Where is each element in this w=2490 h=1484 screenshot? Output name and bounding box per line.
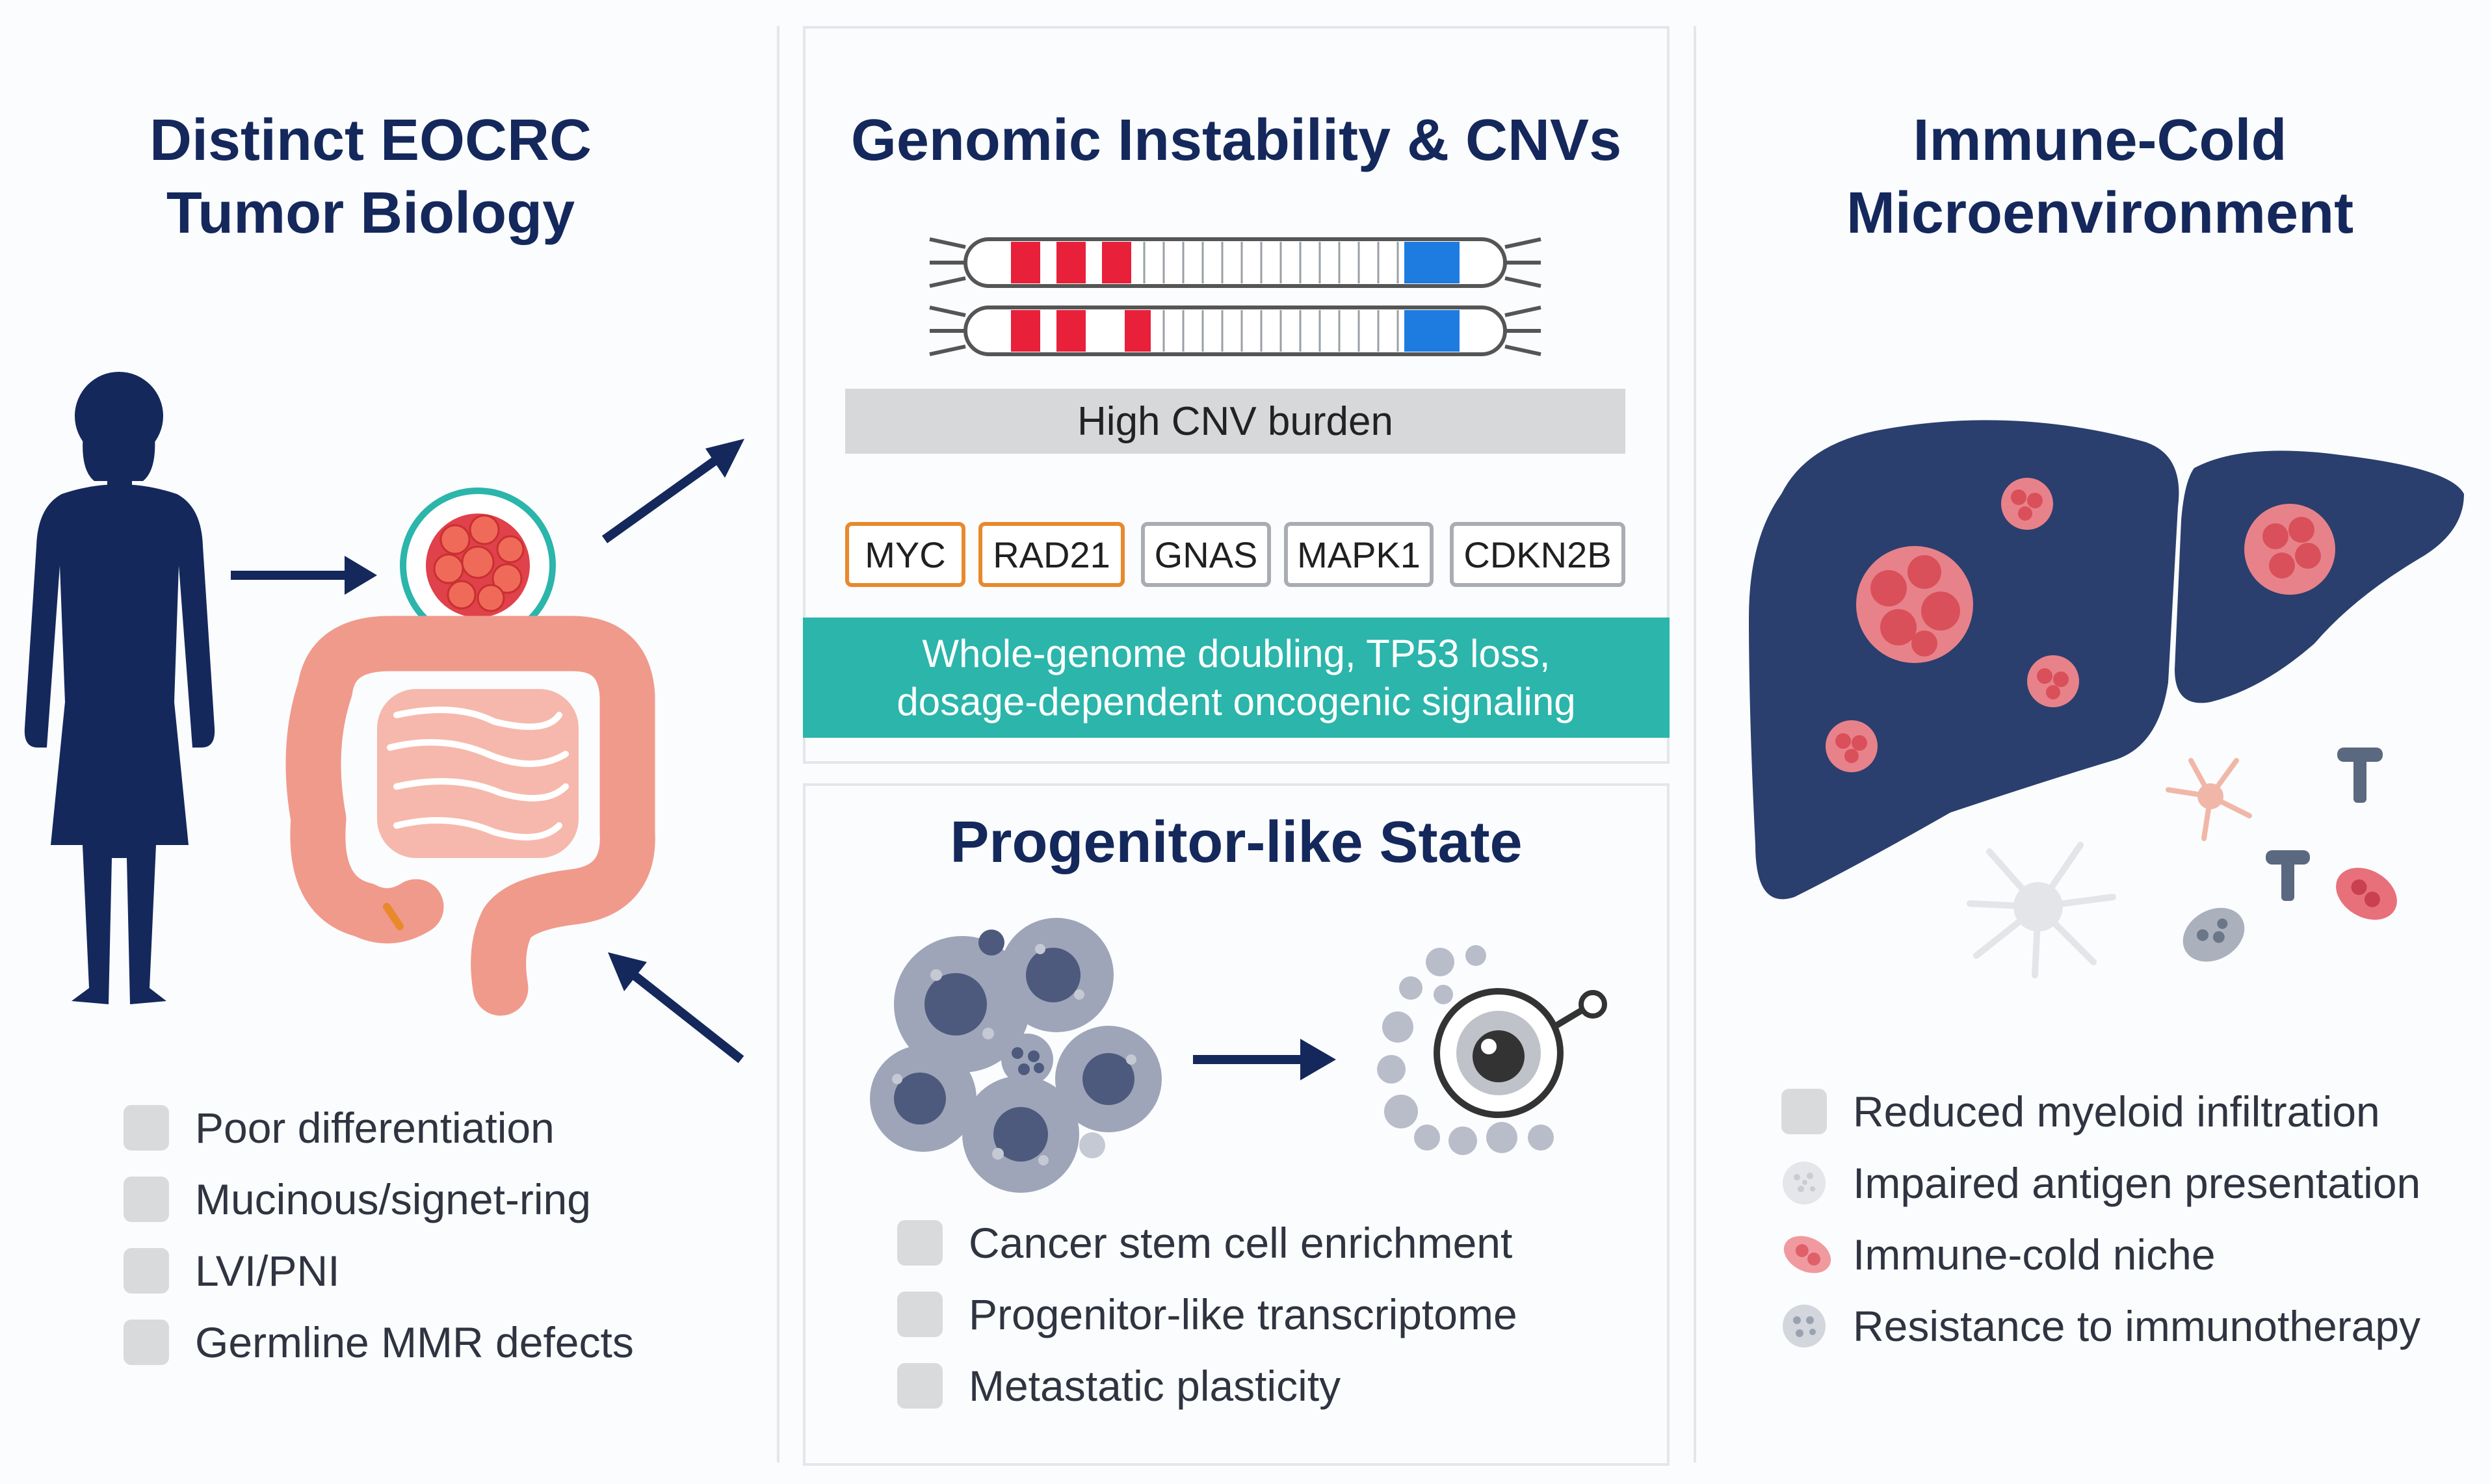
list-item: Resistance to immunotherapy — [1781, 1290, 2420, 1362]
gray-square-icon — [897, 1292, 943, 1337]
immune-panel-title: Immune-Cold Microenvironment — [1846, 108, 2354, 246]
mechanism-banner: Whole-genome doubling, TP53 loss, dosage… — [803, 618, 1670, 738]
gray-square-icon — [124, 1177, 169, 1222]
gene-tag-rad21: RAD21 — [978, 522, 1125, 587]
gray-square-icon — [897, 1220, 943, 1266]
gray-square-icon — [1781, 1089, 1827, 1134]
gene-tag-cdkn2b: CDKN2B — [1450, 522, 1625, 587]
progenitor-panel-title: Progenitor-like State — [950, 810, 1523, 875]
gene-tag-myc: MYC — [845, 522, 965, 587]
list-item: Poor differentiation — [124, 1092, 634, 1164]
list-item: Cancer stem cell enrichment — [897, 1207, 1517, 1279]
progenitor-feature-list: Cancer stem cell enrichment Progenitor-l… — [897, 1207, 1517, 1422]
list-item: LVI/PNI — [124, 1235, 634, 1307]
gray-square-icon — [124, 1248, 169, 1294]
gray-square-icon — [124, 1320, 169, 1365]
gray-cell-icon — [1783, 1305, 1826, 1347]
list-item: Immune-cold niche — [1781, 1219, 2420, 1290]
divider-left — [777, 26, 780, 1463]
list-item: Impaired antigen presentation — [1781, 1147, 2420, 1219]
list-item: Reduced myeloid infiltration — [1781, 1076, 2420, 1147]
gray-square-icon — [897, 1363, 943, 1409]
list-item: Mucinous/signet-ring — [124, 1164, 634, 1235]
progenitor-panel-frame — [803, 783, 1670, 1466]
list-item: Metastatic plasticity — [897, 1350, 1517, 1422]
red-cell-icon — [1783, 1236, 1831, 1273]
gray-square-icon — [124, 1105, 169, 1151]
dotted-cell-icon — [1783, 1162, 1826, 1204]
divider-right — [1694, 26, 1696, 1463]
left-feature-list: Poor differentiation Mucinous/signet-rin… — [124, 1092, 634, 1378]
genomic-panel-title: Genomic Instability & CNVs — [850, 108, 1622, 173]
list-item: Germline MMR defects — [124, 1307, 634, 1378]
genomic-panel-frame — [803, 26, 1670, 764]
list-item: Progenitor-like transcriptome — [897, 1279, 1517, 1350]
cnv-burden-label: High CNV burden — [845, 389, 1625, 454]
immune-feature-list: Reduced myeloid infiltration Impaired an… — [1781, 1076, 2420, 1362]
gene-tag-mapk1: MAPK1 — [1284, 522, 1434, 587]
gene-tag-gnas: GNAS — [1141, 522, 1271, 587]
left-panel-title: Distinct EOCRC Tumor Biology — [149, 108, 592, 246]
